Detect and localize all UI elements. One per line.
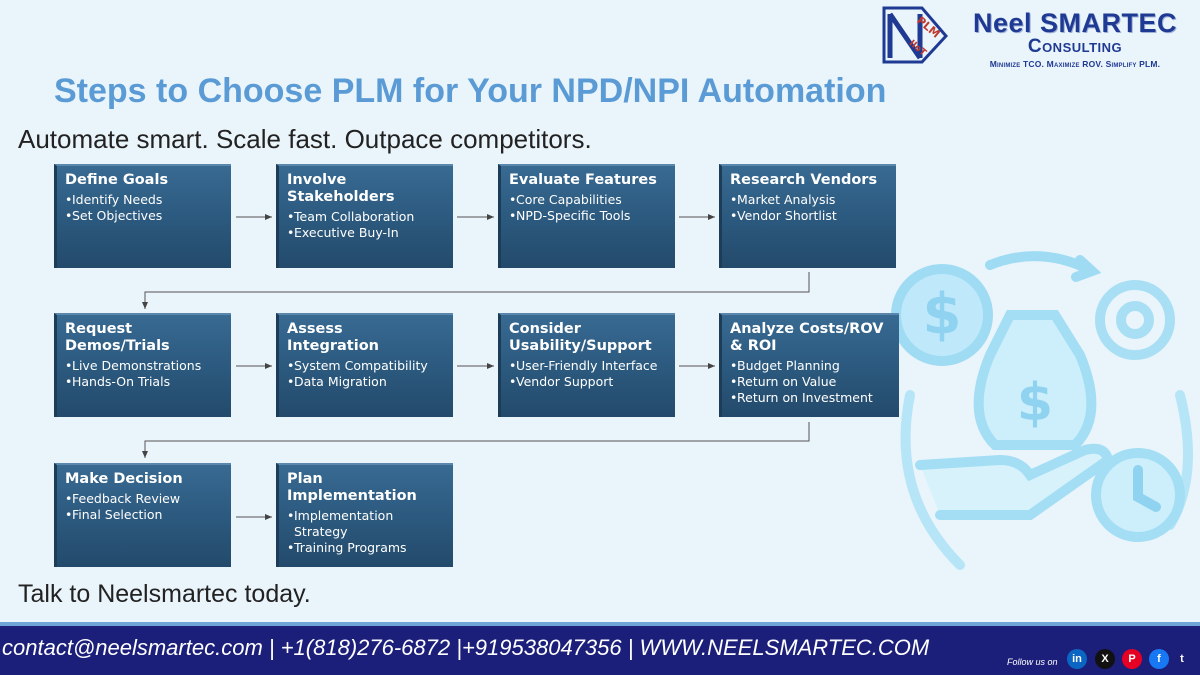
logo-tagline: Minimize TCO. Maximize ROV. Simplify PLM… [989, 59, 1161, 69]
step-evaluate-features: Evaluate Features Core CapabilitiesNPD-S… [498, 164, 675, 268]
step-item: Return on Investment [730, 390, 893, 406]
step-item: Data Migration [287, 374, 447, 390]
plm-iiot-logo-icon: PLM IIoT [882, 6, 948, 64]
step-title: Research Vendors [730, 172, 878, 188]
step-title: Consider Usability/Support [509, 321, 652, 354]
step-item: Live Demonstrations [65, 358, 225, 374]
contact-footer: contact@neelsmartec.com | +1(818)276-687… [0, 622, 1200, 675]
step-title: Make Decision [65, 471, 183, 487]
svg-text:$: $ [1017, 373, 1053, 433]
step-make-decision: Make Decision Feedback ReviewFinal Selec… [54, 463, 231, 567]
logo-name: Neel SMARTEC [972, 8, 1178, 38]
step-item: Team Collaboration [287, 209, 447, 225]
step-analyze-costs: Analyze Costs/ROV & ROI Budget PlanningR… [719, 313, 899, 417]
tumblr-icon[interactable]: t [1174, 649, 1190, 669]
logo-subname: Consulting [1027, 36, 1123, 57]
step-item: Set Objectives [65, 208, 225, 224]
company-logo: PLM IIoT Neel SMARTEC Consulting Minimiz… [882, 6, 1198, 70]
step-item: Vendor Shortlist [730, 208, 890, 224]
step-title: Analyze Costs/ROV & ROI [730, 321, 884, 354]
step-title: Define Goals [65, 172, 169, 188]
step-item: NPD-Specific Tools [509, 208, 669, 224]
step-item: Implementation Strategy [287, 508, 404, 540]
step-title: Involve Stakeholders [287, 172, 395, 205]
step-title: Evaluate Features [509, 172, 657, 188]
step-item: Core Capabilities [509, 192, 669, 208]
step-item: Vendor Support [509, 374, 669, 390]
step-title: Plan Implementation [287, 471, 417, 504]
step-define-goals: Define Goals Identify NeedsSet Objective… [54, 164, 231, 268]
step-item: Final Selection [65, 507, 225, 523]
step-assess-integration: Assess Integration System CompatibilityD… [276, 313, 453, 417]
step-item: Feedback Review [65, 491, 225, 507]
facebook-icon[interactable]: f [1149, 649, 1169, 669]
x-icon[interactable]: X [1095, 649, 1115, 669]
page-title: Steps to Choose PLM for Your NPD/NPI Aut… [54, 72, 887, 110]
money-cycle-illustration: $ $ [891, 251, 1193, 570]
step-research-vendors: Research Vendors Market AnalysisVendor S… [719, 164, 896, 268]
step-request-demos: Request Demos/Trials Live Demonstrations… [54, 313, 231, 417]
step-involve-stakeholders: Involve Stakeholders Team CollaborationE… [276, 164, 453, 268]
step-item: Identify Needs [65, 192, 225, 208]
step-item: Return on Value [730, 374, 893, 390]
step-item: User-Friendly Interface [509, 358, 669, 374]
contact-info[interactable]: contact@neelsmartec.com | +1(818)276-687… [2, 635, 930, 660]
svg-text:$: $ [923, 282, 962, 347]
connector-arrow [142, 422, 810, 458]
follow-us-label: Follow us on [1007, 657, 1058, 667]
step-title: Assess Integration [287, 321, 379, 354]
step-plan-implementation: Plan Implementation Implementation Strat… [276, 463, 453, 567]
linkedin-icon[interactable]: in [1067, 649, 1087, 669]
step-item: Training Programs [287, 540, 447, 556]
connector-arrow [142, 272, 810, 309]
step-item: System Compatibility [287, 358, 447, 374]
step-consider-usability: Consider Usability/Support User-Friendly… [498, 313, 675, 417]
step-item: Hands-On Trials [65, 374, 225, 390]
step-item: Budget Planning [730, 358, 893, 374]
step-item: Executive Buy-In [287, 225, 447, 241]
call-to-action: Talk to Neelsmartec today. [18, 580, 311, 608]
step-title: Request Demos/Trials [65, 321, 170, 354]
pinterest-icon[interactable]: P [1122, 649, 1142, 669]
step-item: Market Analysis [730, 192, 890, 208]
tagline: Automate smart. Scale fast. Outpace comp… [18, 124, 592, 154]
